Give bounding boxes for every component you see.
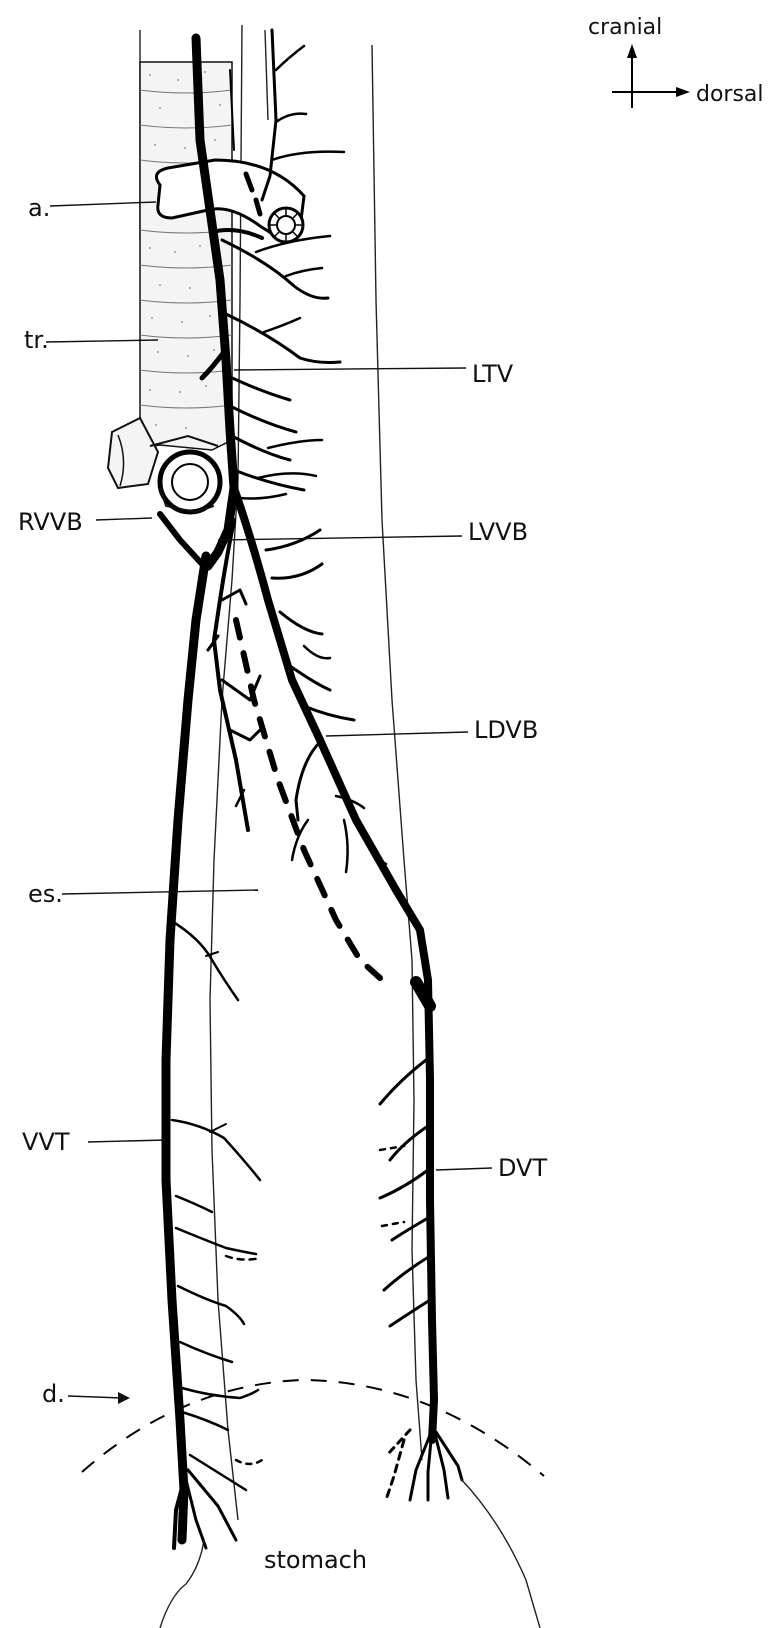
leader-esophagus bbox=[62, 890, 258, 894]
label-lvvb: LVVB bbox=[468, 518, 528, 546]
diaphragm-line bbox=[82, 1380, 544, 1476]
dorsal-label: dorsal bbox=[696, 82, 764, 107]
cranial-label: cranial bbox=[588, 15, 662, 40]
label-aorta: a. bbox=[28, 194, 50, 222]
labels: a. tr. LTV RVVB LVVB LDVB es. VVT DVT d.… bbox=[18, 194, 547, 1574]
label-ltv: LTV bbox=[472, 360, 514, 388]
leader-lvvb bbox=[218, 536, 462, 540]
label-ldvb: LDVB bbox=[474, 716, 538, 744]
dorsal-arrowhead bbox=[676, 87, 690, 97]
label-vvt: VVT bbox=[22, 1128, 70, 1156]
left-bronchus-section bbox=[160, 452, 220, 512]
label-dvt: DVT bbox=[498, 1154, 547, 1182]
dorsal-vagal-trunk bbox=[234, 488, 462, 1500]
leader-dvt bbox=[436, 1168, 492, 1170]
leader-vvt bbox=[88, 1140, 166, 1142]
cranial-arrowhead bbox=[627, 44, 637, 58]
label-rvvb: RVVB bbox=[18, 508, 83, 536]
esophagus-dorsal-wall bbox=[372, 45, 422, 1460]
label-esophagus: es. bbox=[28, 880, 63, 908]
leader-ldvb bbox=[326, 732, 468, 736]
esophagus-inner-line bbox=[265, 30, 268, 120]
lvvb-branch bbox=[208, 520, 380, 978]
label-trachea: tr. bbox=[24, 326, 49, 354]
leader-diaphragm bbox=[68, 1396, 122, 1398]
orientation-indicator: cranial dorsal bbox=[588, 15, 764, 108]
label-stomach: stomach bbox=[264, 1546, 367, 1574]
trachea bbox=[108, 62, 232, 512]
leader-ltv bbox=[234, 368, 466, 370]
label-diaphragm: d. bbox=[42, 1380, 65, 1408]
leader-diaphragm-arrowhead bbox=[118, 1392, 130, 1404]
leader-rvvb bbox=[96, 518, 152, 520]
